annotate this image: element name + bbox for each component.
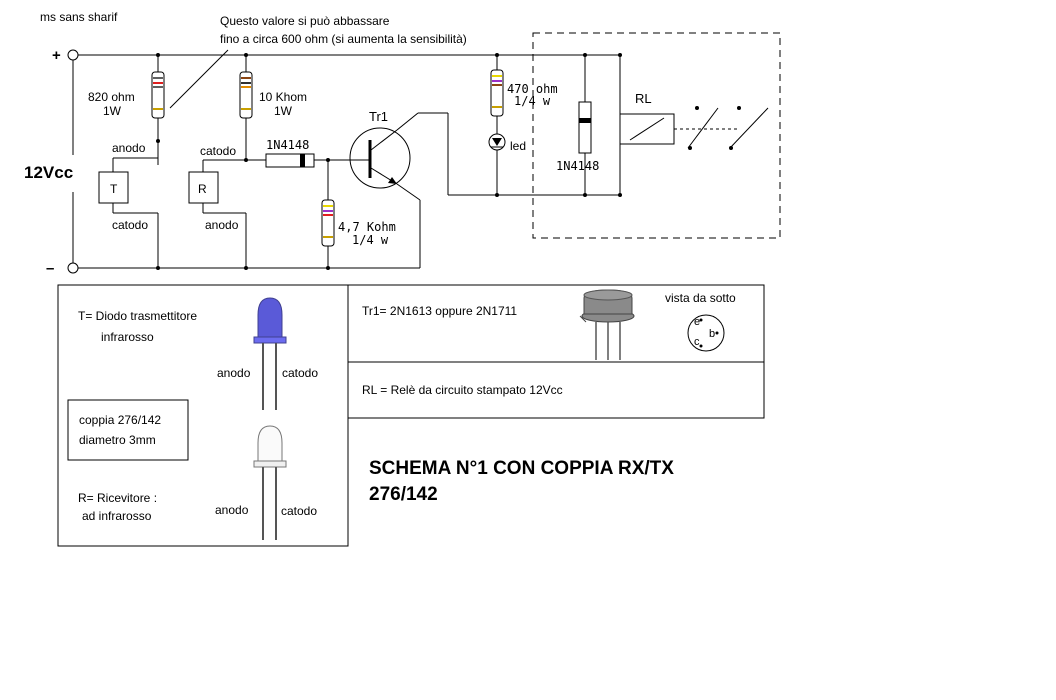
transistor-description: Tr1= 2N1613 oppure 2N1711 <box>362 304 517 318</box>
r-description-1: R= Ricevitore : <box>78 491 157 505</box>
transistor-tr1 <box>349 112 421 201</box>
t-cathode-label: catodo <box>112 218 148 232</box>
r2-power: 1W <box>274 104 293 118</box>
relay-dashed-box <box>532 32 781 239</box>
pin-c-label: c <box>694 336 700 348</box>
r-cathode-label: catodo <box>200 144 236 158</box>
bottom-view-label: vista da sotto <box>665 291 736 305</box>
pair-line-1: coppia 276/142 <box>79 413 161 427</box>
t-box-letter: T <box>110 182 118 196</box>
relay-contacts <box>674 106 769 150</box>
junction-dot <box>583 193 587 197</box>
schema-title-line-2: 276/142 <box>369 484 438 505</box>
led2-cathode-label: catodo <box>281 504 317 518</box>
junction-dot <box>244 53 248 57</box>
junction-dot <box>583 53 587 57</box>
r-anode-label: anodo <box>205 218 239 232</box>
pair-line-2: diametro 3mm <box>79 433 156 447</box>
r4-value: 470 ohm <box>507 82 558 96</box>
pinout-bottom-view <box>687 314 725 352</box>
t-description-1: T= Diodo trasmettitore <box>78 309 197 323</box>
supply-voltage: 12Vcc <box>24 163 73 182</box>
pair-box <box>67 399 189 461</box>
relay-description: RL = Relè da circuito stampato 12Vcc <box>362 383 563 397</box>
pin-b-label: b <box>709 328 715 340</box>
ir-led-illustration <box>253 297 287 410</box>
t-description-2: infrarosso <box>101 330 154 344</box>
transistor-can-illustration <box>579 289 635 360</box>
value-note-line-1: Questo valore si può abbassare <box>220 14 390 28</box>
schema-title-line-1: SCHEMA N°1 CON COPPIA RX/TX <box>369 458 674 479</box>
led1-anode-label: anodo <box>217 366 251 380</box>
led2-anode-label: anodo <box>215 503 249 517</box>
value-note-line-2: fino a circa 600 ohm (si aumenta la sens… <box>220 32 467 46</box>
minus-sign: – <box>46 260 54 277</box>
plus-sign: + <box>52 47 61 64</box>
junction-dot <box>156 266 160 270</box>
relay-label: RL <box>635 91 652 106</box>
relay-info-box <box>347 361 765 419</box>
led-indicator <box>488 133 506 195</box>
ir-receiver-illustration <box>253 425 287 540</box>
d1-label: 1N4148 <box>266 138 309 152</box>
junction-dot <box>495 193 499 197</box>
r-receiver-box <box>188 171 219 204</box>
diode-d1 <box>265 153 350 168</box>
r3-power: 1/4 w <box>352 233 389 247</box>
t-emitter-box <box>98 171 129 204</box>
junction-dot <box>326 266 330 270</box>
junction-dot <box>156 53 160 57</box>
r-box-letter: R <box>198 182 207 196</box>
led1-cathode-label: catodo <box>282 366 318 380</box>
junction-dot <box>618 193 622 197</box>
r4-power: 1/4 w <box>514 94 551 108</box>
resistor-r4 <box>490 55 504 134</box>
t-anode-label: anodo <box>112 141 146 155</box>
minus-terminal <box>67 262 79 274</box>
junction-dot <box>618 53 622 57</box>
r3-value: 4,7 Kohm <box>338 220 396 234</box>
junction-dot <box>244 266 248 270</box>
tr1-label: Tr1 <box>369 109 388 124</box>
resistor-r3 <box>321 160 335 268</box>
r2-value: 10 Khom <box>259 90 307 104</box>
led-label: led <box>510 139 526 153</box>
resistor-r1 <box>151 55 165 165</box>
font-note: ms sans sharif <box>40 10 118 24</box>
note-pointer-line <box>169 49 229 109</box>
r1-power: 1W <box>103 104 122 118</box>
r-description-2: ad infrarosso <box>82 509 152 523</box>
resistor-r2 <box>239 55 253 160</box>
d2-label: 1N4148 <box>556 159 599 173</box>
pin-e-label: e <box>694 316 700 328</box>
r1-value: 820 ohm <box>88 90 135 104</box>
junction-dot <box>495 53 499 57</box>
plus-terminal <box>67 49 79 61</box>
diode-d2 <box>578 101 592 154</box>
junction-dot <box>156 139 160 143</box>
